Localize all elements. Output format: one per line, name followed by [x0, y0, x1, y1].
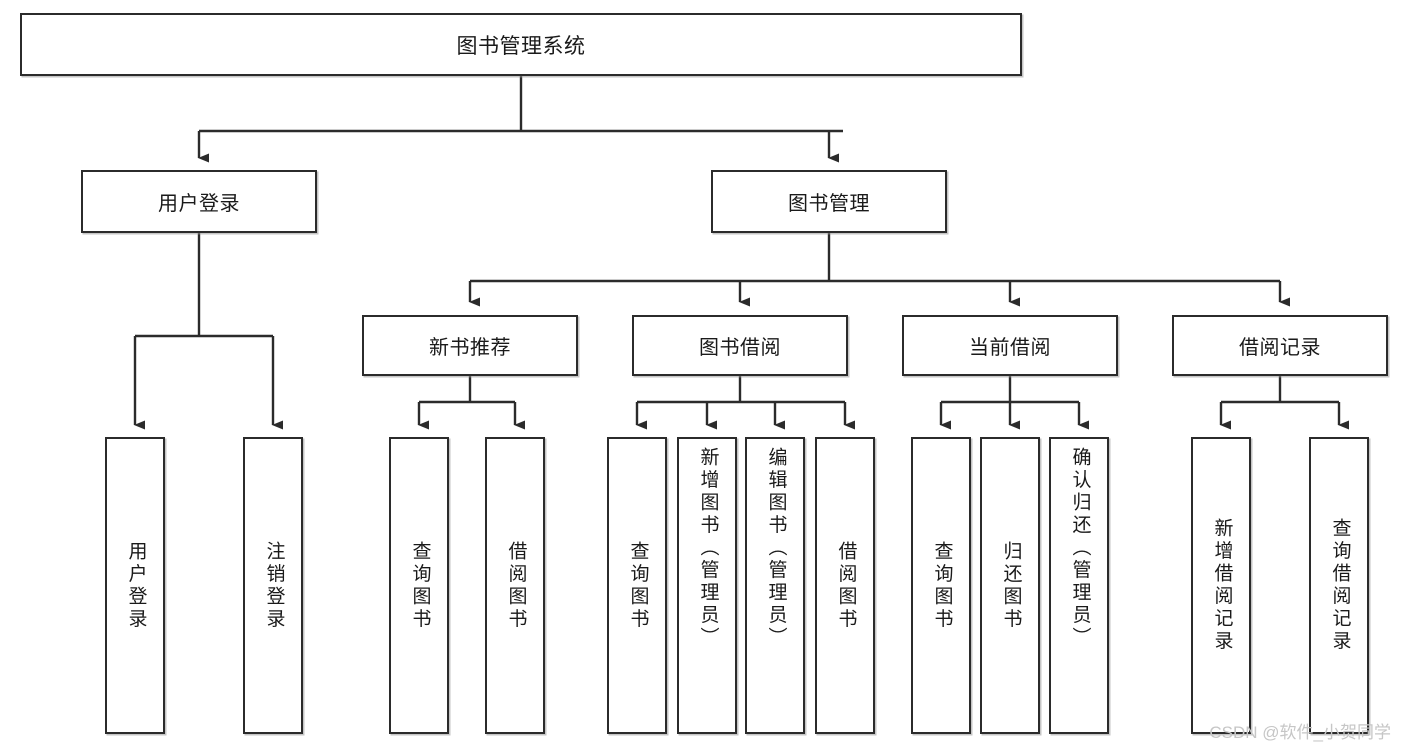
- node-label: 新增借阅记录: [1211, 518, 1233, 653]
- node-label: 查询图书: [627, 540, 649, 631]
- leaf-user-login-login[interactable]: 用户登录: [105, 437, 165, 734]
- node-current-borrow[interactable]: 当前借阅: [902, 315, 1118, 376]
- leaf-current-borrow-return[interactable]: 归还图书: [980, 437, 1040, 734]
- node-label: 借阅图书: [835, 540, 857, 631]
- leaf-new-book-query[interactable]: 查询图书: [389, 437, 449, 734]
- node-label: 注销登录: [263, 540, 285, 631]
- leaf-new-book-borrow[interactable]: 借阅图书: [485, 437, 545, 734]
- leaf-current-borrow-query[interactable]: 查询图书: [911, 437, 971, 734]
- node-label: 编辑图书（管理员）: [765, 447, 787, 650]
- leaf-borrow-record-add[interactable]: 新增借阅记录: [1191, 437, 1251, 734]
- node-label: 查询图书: [409, 540, 431, 631]
- leaf-book-borrow-borrow[interactable]: 借阅图书: [815, 437, 875, 734]
- node-label: 图书管理系统: [456, 34, 586, 58]
- node-user-login[interactable]: 用户登录: [81, 170, 317, 233]
- leaf-user-login-logout[interactable]: 注销登录: [243, 437, 303, 734]
- leaf-current-borrow-confirm-return[interactable]: 确认归还（管理员）: [1049, 437, 1109, 734]
- node-label: 用户登录: [158, 193, 240, 215]
- node-label: 图书管理: [788, 193, 870, 215]
- leaf-book-borrow-edit[interactable]: 编辑图书（管理员）: [745, 437, 805, 734]
- node-label: 新增图书（管理员）: [697, 447, 719, 650]
- node-label: 图书借阅: [699, 337, 781, 359]
- node-label: 查询借阅记录: [1329, 518, 1351, 653]
- node-label: 借阅记录: [1239, 337, 1321, 359]
- leaf-borrow-record-query[interactable]: 查询借阅记录: [1309, 437, 1369, 734]
- node-book-management-system[interactable]: 图书管理系统: [20, 13, 1022, 76]
- leaf-book-borrow-add[interactable]: 新增图书（管理员）: [677, 437, 737, 734]
- node-label: 当前借阅: [969, 337, 1051, 359]
- node-label: 归还图书: [1000, 540, 1022, 631]
- node-label: 借阅图书: [505, 540, 527, 631]
- node-label: 用户登录: [125, 540, 147, 631]
- node-new-book-recommend[interactable]: 新书推荐: [362, 315, 578, 376]
- node-book-borrow[interactable]: 图书借阅: [632, 315, 848, 376]
- node-label: 确认归还（管理员）: [1069, 447, 1091, 650]
- node-borrow-record[interactable]: 借阅记录: [1172, 315, 1388, 376]
- node-book-management[interactable]: 图书管理: [711, 170, 947, 233]
- leaf-book-borrow-query[interactable]: 查询图书: [607, 437, 667, 734]
- node-label: 新书推荐: [429, 337, 511, 359]
- node-label: 查询图书: [931, 540, 953, 631]
